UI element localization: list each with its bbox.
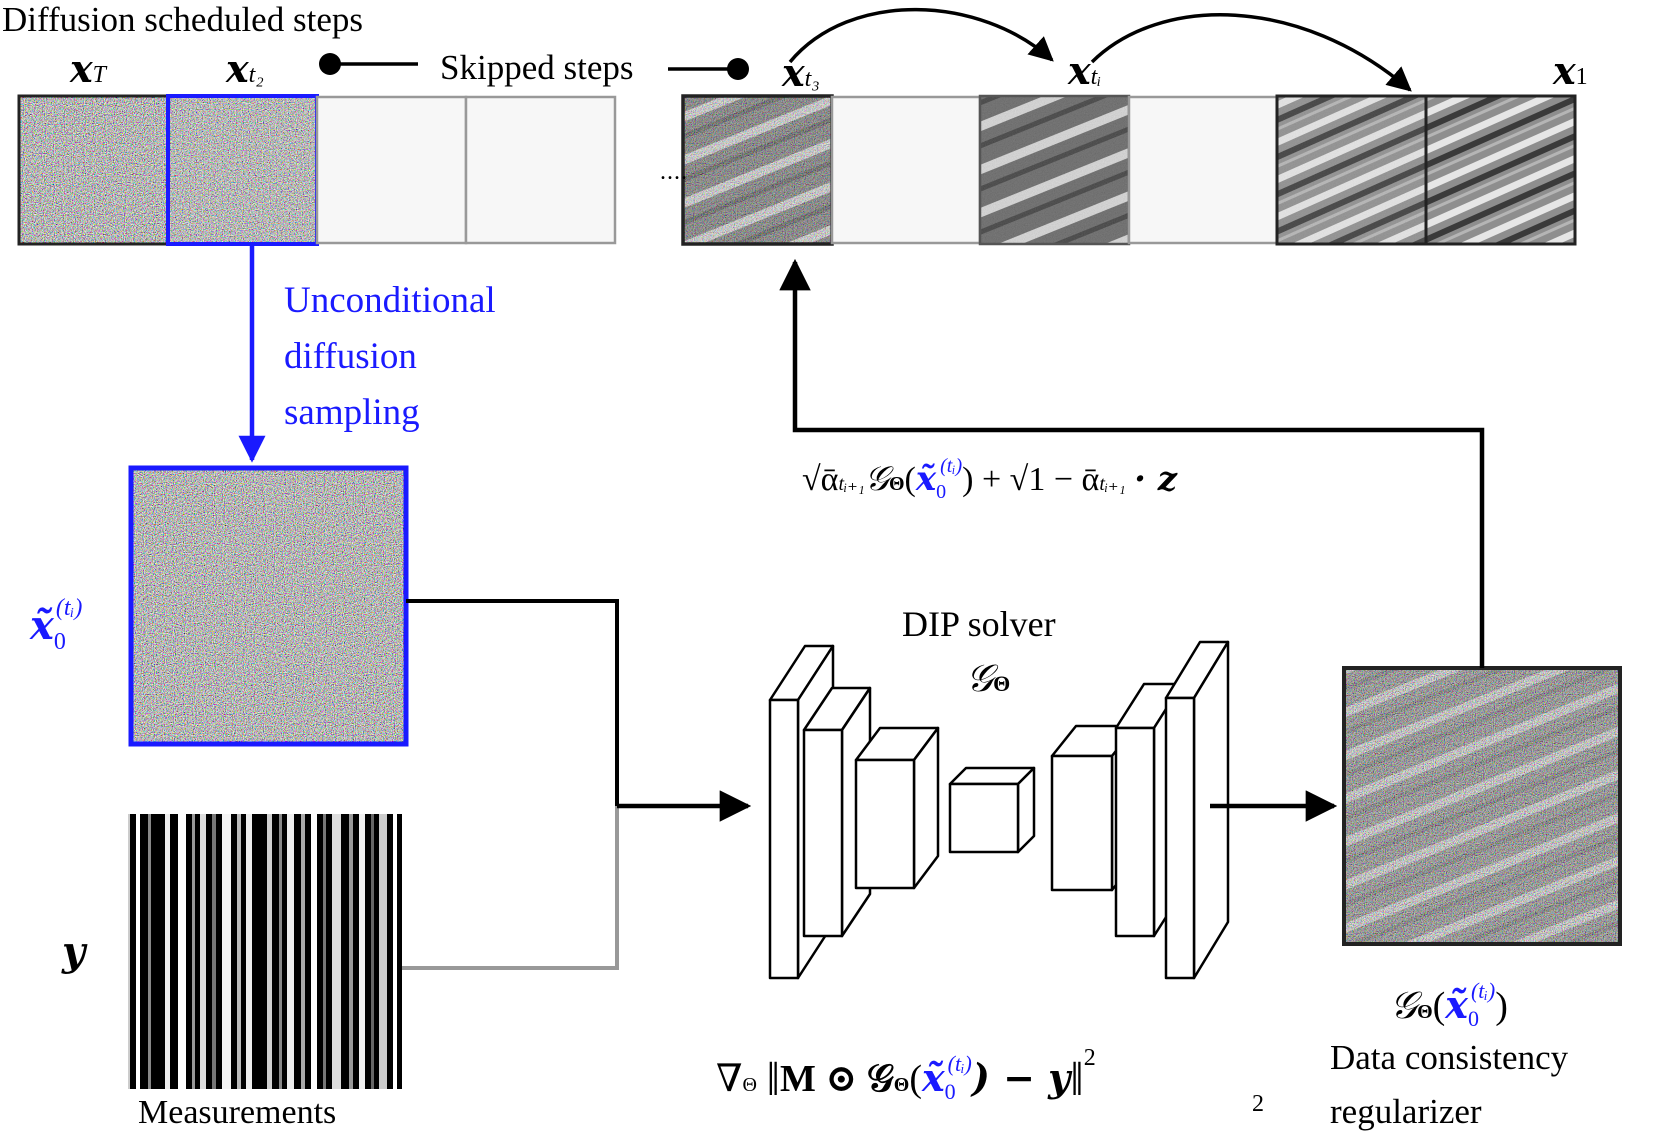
- x0-label: x̃0(tᵢ): [30, 595, 83, 655]
- sampling-label-line2: diffusion: [284, 336, 417, 377]
- update-formula: √ᾱtᵢ₊₁𝒢Θ(x̃0(tᵢ)) + √1 − ᾱtᵢ₊₁ · z: [802, 455, 1178, 503]
- output-formula: 𝒢Θ(x̃0(tᵢ)): [1390, 978, 1508, 1031]
- bottleneck-block: [948, 766, 1036, 854]
- measurements-tile: [128, 814, 402, 1089]
- step-tile-empty-3: [830, 95, 982, 245]
- step-tile-xti: [978, 94, 1131, 246]
- measurements-label: Measurements: [138, 1094, 337, 1131]
- step-tile-x1: [1424, 94, 1577, 246]
- dip-network: [768, 640, 1230, 980]
- y-to-dip-line: [402, 806, 619, 970]
- output-label-line1: Data consistency: [1330, 1038, 1569, 1077]
- sampling-label-line1: Unconditional: [284, 280, 496, 321]
- feedback-path: [779, 258, 1485, 668]
- decoder-block-3: [1164, 640, 1230, 980]
- skipped-steps-connector: [319, 53, 749, 80]
- x0-to-dip-line: [406, 599, 619, 806]
- step-label-xti: xtᵢ: [1068, 48, 1102, 93]
- step-tile-empty-1: [315, 95, 468, 245]
- curved-arrow-xt3-to-xti: [788, 7, 1054, 64]
- output-label-line2: regularizer: [1330, 1092, 1482, 1131]
- step-label-xT: xT: [70, 46, 107, 91]
- x0-estimate-tile: [128, 465, 409, 747]
- dip-solver-label: DIP solver: [902, 604, 1056, 644]
- step-label-xt3: xt₃: [782, 50, 820, 95]
- ellipsis: ....: [660, 159, 688, 185]
- y-label: y: [62, 928, 86, 975]
- curved-arrow-xti-to-next: [1090, 13, 1412, 92]
- step-tile-xT: [17, 94, 170, 246]
- loss-norm-sub: 2: [1252, 1091, 1264, 1117]
- step-label-x1: x1: [1553, 48, 1588, 93]
- step-label-xt2: xt₂: [226, 46, 264, 91]
- encoder-block-3: [854, 726, 940, 890]
- sampling-label-line3: sampling: [284, 392, 420, 433]
- step-tile-empty-4: [1127, 95, 1279, 245]
- step-tile-empty-2: [464, 95, 617, 245]
- step-tile-xt2: [166, 94, 319, 246]
- step-tile-near-final: [1275, 94, 1428, 246]
- diagram-title: Diffusion scheduled steps: [2, 0, 363, 39]
- loss-formula: ∇Θ ‖M ⊙ 𝒢Θ(x̃0(tᵢ)) − y‖2: [716, 1045, 1096, 1106]
- output-tile: [1342, 666, 1622, 946]
- skipped-steps-label: Skipped steps: [440, 48, 634, 87]
- step-tile-xt3: [681, 94, 834, 246]
- dip-symbol: 𝒢Θ: [966, 658, 1011, 700]
- diffusion-step-strip: [17, 94, 1577, 246]
